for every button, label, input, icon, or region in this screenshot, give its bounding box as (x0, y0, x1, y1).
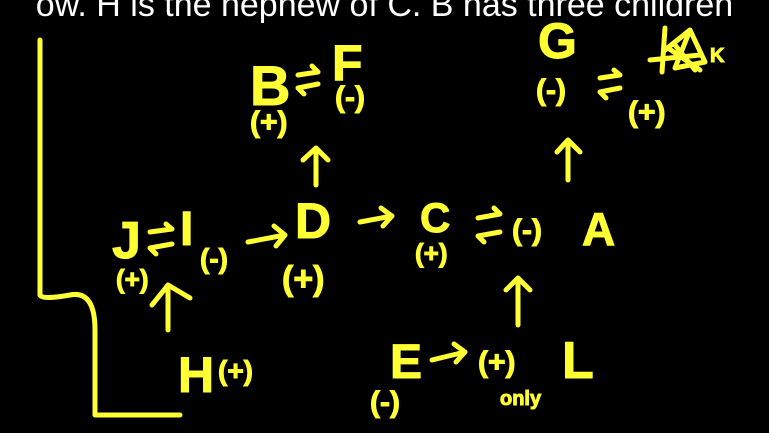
marriage-sign-bf (295, 63, 321, 97)
node-k-label: K (710, 45, 725, 67)
node-e-sign: (-) (370, 386, 400, 419)
arrow-h-to-j (149, 282, 193, 333)
left-bracket-line (37, 37, 183, 418)
node-d-sign: (+) (282, 260, 325, 298)
node-h-sign: (+) (218, 355, 253, 386)
node-k-scribble (647, 25, 708, 75)
node-b-sign: (+) (250, 106, 288, 139)
node-i-label: I (180, 203, 193, 256)
node-j-sign: (+) (116, 264, 149, 294)
node-f-label: F (332, 35, 363, 91)
marriage-sign-ji (147, 221, 175, 257)
node-j-label: J (112, 212, 141, 270)
arrow-i-to-d (245, 223, 288, 249)
question-text-fragment: ow. H is the nephew of C. B has three ch… (35, 0, 734, 24)
node-h-label: H (178, 347, 214, 403)
node-l-sign: (+) (478, 346, 516, 379)
node-a-label: A (582, 203, 615, 255)
arrow-d-to-b (300, 145, 331, 188)
node-c-label: C (420, 194, 450, 241)
arrow-a-to-g (554, 137, 583, 183)
node-g-sign: (-) (536, 74, 566, 107)
node-a-sign: (-) (512, 214, 542, 247)
arrow-d-to-c (357, 205, 395, 229)
arrow-l-to-ca (503, 275, 533, 328)
node-e-label: E (390, 336, 422, 389)
node-k-sign: (+) (628, 96, 666, 129)
node-f-sign: (-) (335, 81, 365, 114)
node-d-label: D (295, 193, 331, 249)
marriage-sign-gk (597, 67, 623, 101)
node-l-label: L (562, 332, 594, 390)
marriage-sign-ca (475, 205, 503, 245)
node-g-label: G (538, 13, 577, 69)
node-i-sign: (-) (200, 243, 228, 274)
node-b-label: B (250, 54, 290, 117)
node-c-sign: (+) (415, 238, 448, 268)
node-l-note: only (500, 388, 542, 410)
arrow-e-to-l (429, 341, 468, 365)
